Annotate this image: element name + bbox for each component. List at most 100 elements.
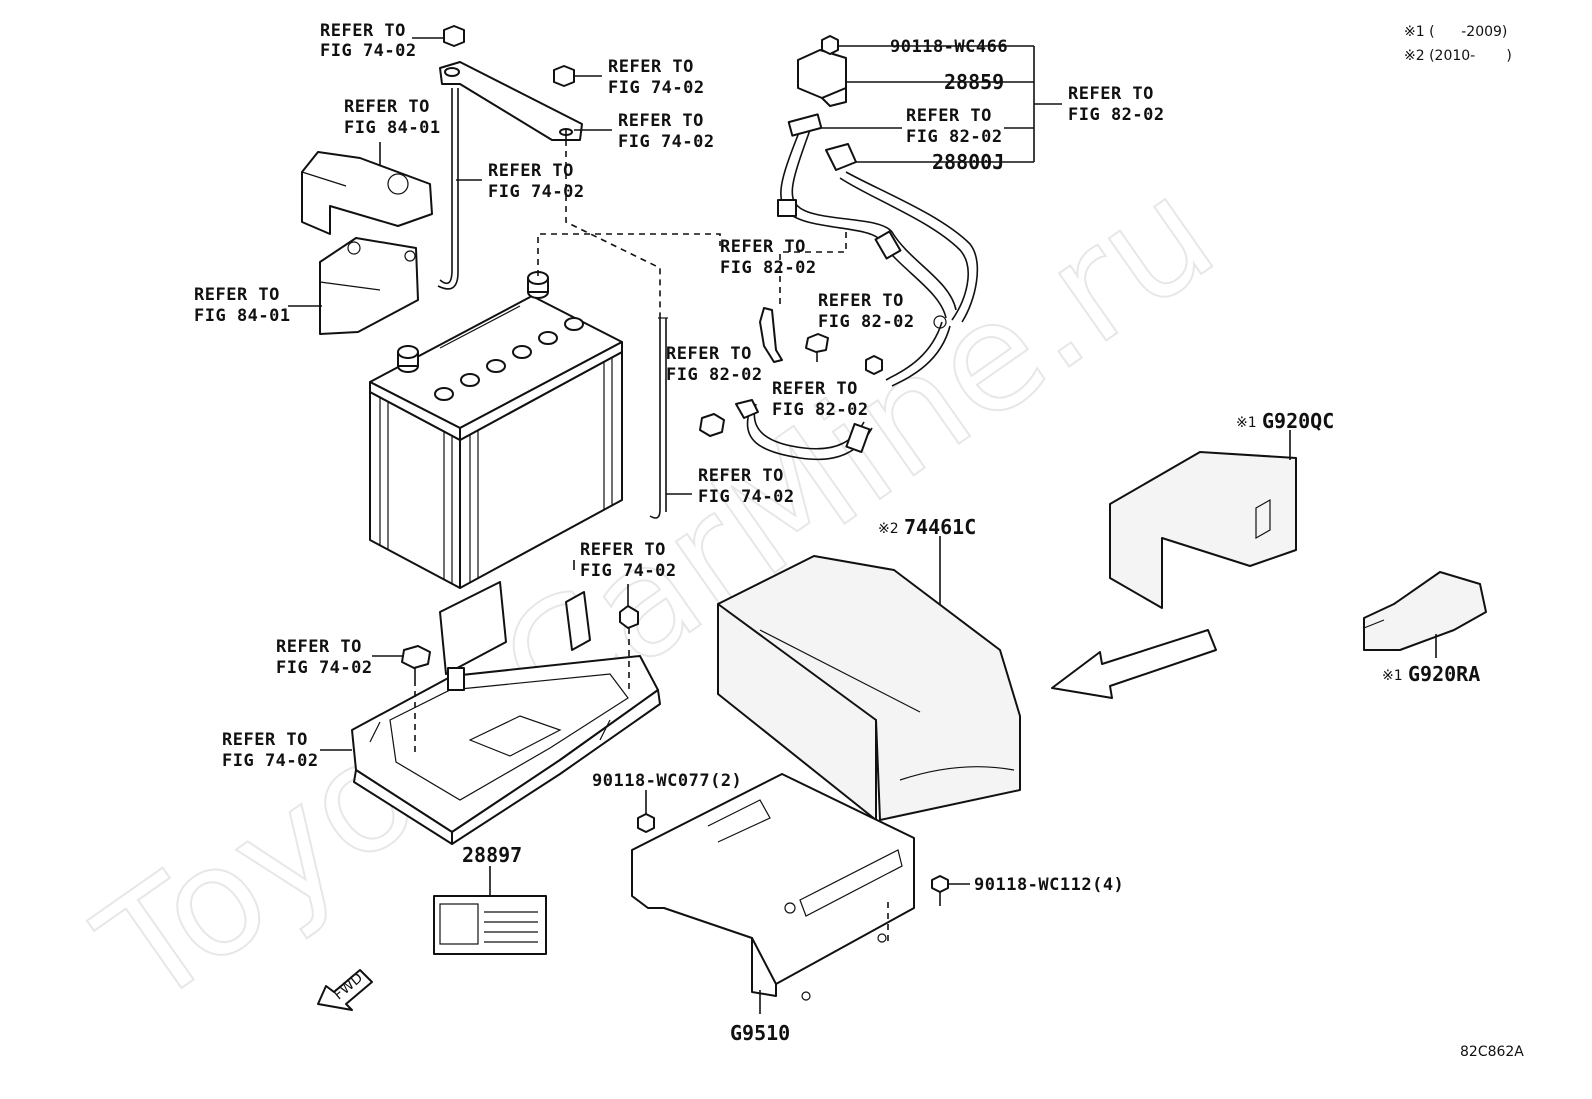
refer-label-74-02-b: REFER TO FIG 74-02 bbox=[608, 57, 705, 98]
refer-label-74-02-f: REFER TO FIG 74-02 bbox=[580, 540, 677, 581]
svg-text:FIG 82-02: FIG 82-02 bbox=[818, 312, 915, 332]
svg-text:90118-WC077(2): 90118-WC077(2) bbox=[592, 771, 742, 791]
clamp-nut-top bbox=[443, 25, 465, 47]
svg-text:28897: 28897 bbox=[462, 843, 522, 867]
battery bbox=[369, 271, 623, 589]
figure-code: 82C862A bbox=[1460, 1044, 1524, 1060]
svg-text:FIG 74-02: FIG 74-02 bbox=[276, 658, 373, 678]
svg-text:FIG 74-02: FIG 74-02 bbox=[320, 41, 417, 61]
refer-label-84-01-b: REFER TO FIG 84-01 bbox=[194, 285, 291, 326]
svg-text:FIG 82-02: FIG 82-02 bbox=[1068, 105, 1165, 125]
svg-text:FIG 74-02: FIG 74-02 bbox=[698, 487, 795, 507]
bracket-g9510 bbox=[631, 773, 915, 1001]
svg-text:REFER TO: REFER TO bbox=[276, 637, 362, 657]
cover-g920qc bbox=[1109, 451, 1297, 609]
refer-label-74-02-d: REFER TO FIG 74-02 bbox=[488, 161, 585, 202]
nut-90118-wc077 bbox=[637, 813, 655, 833]
fwd-arrow: FWD bbox=[317, 969, 373, 1011]
battery-tray bbox=[351, 581, 661, 845]
refer-label-74-02-c: REFER TO FIG 74-02 bbox=[618, 111, 715, 152]
clamp-nut-2 bbox=[553, 65, 575, 87]
note-2: ※2 (2010- ) bbox=[1404, 48, 1512, 64]
fuse-block-cover bbox=[301, 151, 433, 235]
bolt-82-02-a bbox=[805, 333, 829, 362]
svg-text:REFER TO: REFER TO bbox=[194, 285, 280, 305]
bolt-82-02-c bbox=[699, 413, 725, 437]
svg-text:REFER TO: REFER TO bbox=[720, 237, 806, 257]
part-number-28859: 28859 bbox=[944, 70, 1004, 94]
refer-label-82-02-main: REFER TO FIG 82-02 bbox=[1068, 84, 1165, 125]
hold-down-rod-left bbox=[437, 88, 459, 290]
svg-text:REFER TO: REFER TO bbox=[488, 161, 574, 181]
refer-label-74-02-e: REFER TO FIG 74-02 bbox=[698, 466, 795, 507]
fuse-block bbox=[319, 237, 419, 335]
svg-text:FIG 82-02: FIG 82-02 bbox=[666, 365, 763, 385]
part-number-90118-wc077: 90118-WC077(2) bbox=[592, 771, 742, 791]
svg-text:REFER TO: REFER TO bbox=[222, 730, 308, 750]
battery-cover-74461c bbox=[717, 555, 1021, 821]
svg-text:REFER TO: REFER TO bbox=[906, 106, 992, 126]
part-number-g9510: G9510 bbox=[730, 1021, 790, 1045]
svg-text:74461C: 74461C bbox=[904, 515, 976, 539]
svg-text:REFER TO: REFER TO bbox=[666, 344, 752, 364]
part-number-g920qc: ※1 G920QC bbox=[1236, 409, 1334, 433]
part-number-74461c: ※2 74461C bbox=[878, 515, 976, 539]
svg-text:REFER TO: REFER TO bbox=[580, 540, 666, 560]
svg-text:FIG 84-01: FIG 84-01 bbox=[344, 118, 441, 138]
svg-text:※2: ※2 bbox=[878, 521, 899, 537]
terminal-28800j bbox=[825, 143, 857, 171]
svg-text:REFER TO: REFER TO bbox=[772, 379, 858, 399]
svg-text:REFER TO: REFER TO bbox=[344, 97, 430, 117]
direction-arrow bbox=[1051, 629, 1217, 699]
refer-label-82-02-c: REFER TO FIG 82-02 bbox=[818, 291, 915, 332]
svg-text:G9510: G9510 bbox=[730, 1021, 790, 1045]
svg-text:REFER TO: REFER TO bbox=[320, 21, 406, 41]
tray-nut-right bbox=[619, 605, 639, 629]
svg-text:REFER TO: REFER TO bbox=[698, 466, 784, 486]
svg-text:28859: 28859 bbox=[944, 70, 1004, 94]
svg-text:REFER TO: REFER TO bbox=[1068, 84, 1154, 104]
svg-text:REFER TO: REFER TO bbox=[618, 111, 704, 131]
nut-90118-wc466 bbox=[821, 35, 839, 55]
bolt-90118-wc112 bbox=[931, 875, 949, 906]
svg-text:FIG 82-02: FIG 82-02 bbox=[906, 127, 1003, 147]
battery-cable bbox=[746, 113, 979, 461]
svg-text:FIG 74-02: FIG 74-02 bbox=[580, 561, 677, 581]
refer-label-82-02-d: REFER TO FIG 82-02 bbox=[666, 344, 763, 385]
part-number-90118-wc466: 90118-WC466 bbox=[890, 37, 1008, 57]
cable-lug bbox=[735, 399, 759, 419]
svg-text:FIG 74-02: FIG 74-02 bbox=[222, 751, 319, 771]
part-number-90118-wc112: 90118-WC112(4) bbox=[974, 875, 1124, 895]
svg-text:REFER TO: REFER TO bbox=[818, 291, 904, 311]
svg-text:90118-WC466: 90118-WC466 bbox=[890, 37, 1008, 57]
nut-82-02-b bbox=[865, 355, 883, 375]
svg-text:FIG 84-01: FIG 84-01 bbox=[194, 306, 291, 326]
svg-text:G920RA: G920RA bbox=[1408, 662, 1480, 686]
refer-label-74-02-h: REFER TO FIG 74-02 bbox=[222, 730, 319, 771]
svg-text:FIG 74-02: FIG 74-02 bbox=[488, 182, 585, 202]
part-number-28897: 28897 bbox=[462, 843, 522, 867]
refer-label-84-01-a: REFER TO FIG 84-01 bbox=[344, 97, 441, 138]
part-g920ra bbox=[1363, 571, 1487, 651]
svg-text:FIG 74-02: FIG 74-02 bbox=[618, 132, 715, 152]
refer-label-82-02-b: REFER TO FIG 82-02 bbox=[720, 237, 816, 278]
refer-label-74-02-g: REFER TO FIG 74-02 bbox=[276, 637, 373, 678]
note-1: ※1 ( -2009) bbox=[1404, 24, 1507, 40]
fusible-link-28859 bbox=[797, 49, 847, 107]
svg-text:※1: ※1 bbox=[1382, 668, 1403, 684]
refer-label-74-02-a: REFER TO FIG 74-02 bbox=[320, 21, 417, 61]
part-number-g920ra: ※1 G920RA bbox=[1382, 662, 1480, 686]
tray-bolt-left bbox=[401, 645, 431, 680]
svg-text:FIG 74-02: FIG 74-02 bbox=[608, 78, 705, 98]
svg-text:28800J: 28800J bbox=[932, 150, 1004, 174]
svg-text:REFER TO: REFER TO bbox=[608, 57, 694, 77]
svg-text:G920QC: G920QC bbox=[1262, 409, 1334, 433]
svg-text:90118-WC112(4): 90118-WC112(4) bbox=[974, 875, 1124, 895]
svg-text:FIG 82-02: FIG 82-02 bbox=[772, 400, 869, 420]
cable-bracket bbox=[759, 307, 783, 363]
part-number-28800j: 28800J bbox=[932, 150, 1004, 174]
leader-lines bbox=[288, 37, 1437, 1014]
refer-label-82-02-a: REFER TO FIG 82-02 bbox=[906, 106, 1003, 147]
